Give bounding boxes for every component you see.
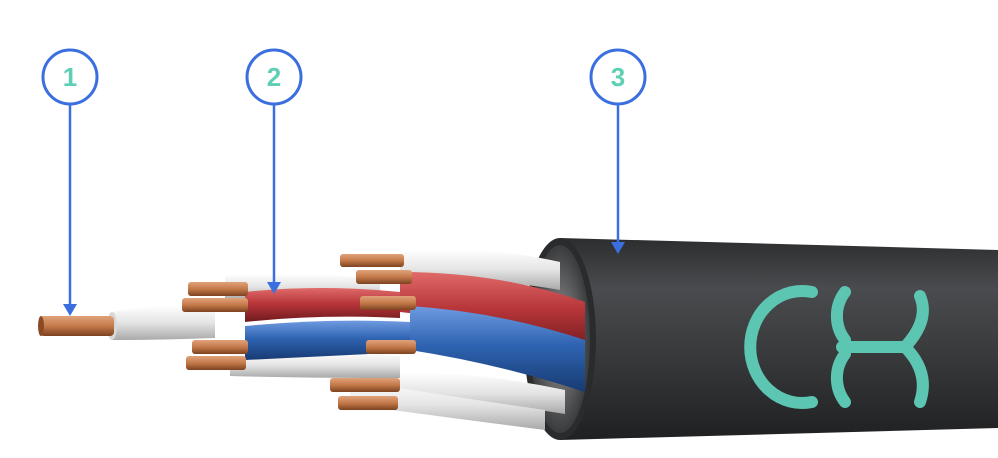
outer-sheath bbox=[524, 238, 998, 440]
callout-1: 1 bbox=[41, 48, 99, 316]
callout-1-number: 1 bbox=[63, 62, 77, 92]
callout-2-arrowhead bbox=[267, 282, 281, 294]
callout-2: 2 bbox=[245, 48, 303, 294]
callout-3-arrowhead bbox=[611, 242, 625, 254]
callout-1-arrowhead bbox=[63, 304, 77, 316]
callout-2-number: 2 bbox=[267, 62, 281, 92]
callout-3-number: 3 bbox=[611, 62, 625, 92]
copper-conductor bbox=[38, 316, 114, 336]
callout-3: 3 bbox=[589, 48, 647, 254]
copper-strand-ends bbox=[182, 254, 416, 410]
brand-mark-logo bbox=[744, 285, 929, 409]
